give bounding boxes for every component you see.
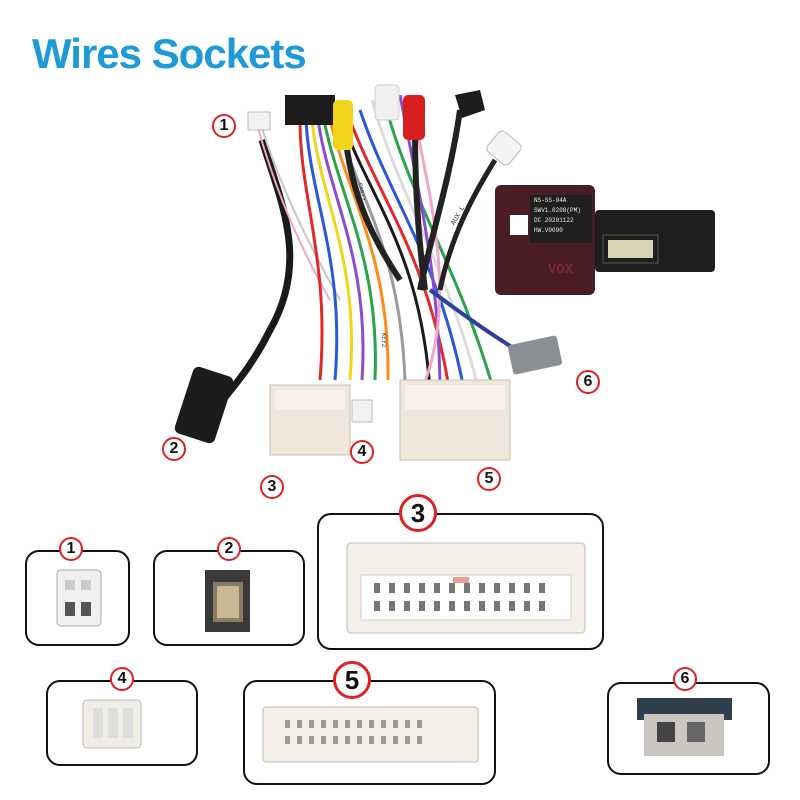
detail-panel-5	[243, 680, 496, 785]
module-brand-text: VOX	[548, 262, 574, 278]
connector-6-image	[637, 698, 732, 756]
connector-2-image	[205, 570, 250, 632]
module-hw-text: HW.V0090	[534, 227, 563, 234]
connector-1-image	[56, 569, 102, 627]
connector-5-image	[262, 706, 479, 763]
detail-panel-2	[153, 550, 305, 646]
panel-callout-4: 4	[110, 667, 134, 691]
panel-callout-1: 1	[59, 537, 83, 561]
callout-4: 4	[350, 440, 374, 464]
callout-1: 1	[212, 114, 236, 138]
connector-4-image	[82, 699, 142, 749]
panel-callout-5: 5	[333, 661, 371, 699]
wire-tag-2: KEY2	[380, 332, 388, 348]
module-date-text: DC 20201122	[534, 217, 574, 224]
module-version-text: SWV1.0208(PM)	[534, 207, 581, 214]
callout-3: 3	[260, 475, 284, 499]
detail-panel-6	[607, 682, 770, 775]
callout-6: 6	[576, 370, 600, 394]
connector-3-image	[346, 542, 586, 634]
panel-callout-6: 6	[673, 667, 697, 691]
callout-5: 5	[477, 467, 501, 491]
panel-callout-2: 2	[217, 537, 241, 561]
detail-panel-1	[25, 550, 130, 646]
detail-panel-3	[317, 513, 604, 650]
page-title: Wires Sockets	[32, 30, 307, 77]
panel-callout-3: 3	[399, 494, 437, 532]
wiring-harness-illustration	[174, 84, 715, 461]
module-model-text: NS-SS-04A	[534, 197, 567, 204]
detail-panel-4	[46, 680, 198, 766]
callout-2: 2	[162, 437, 186, 461]
